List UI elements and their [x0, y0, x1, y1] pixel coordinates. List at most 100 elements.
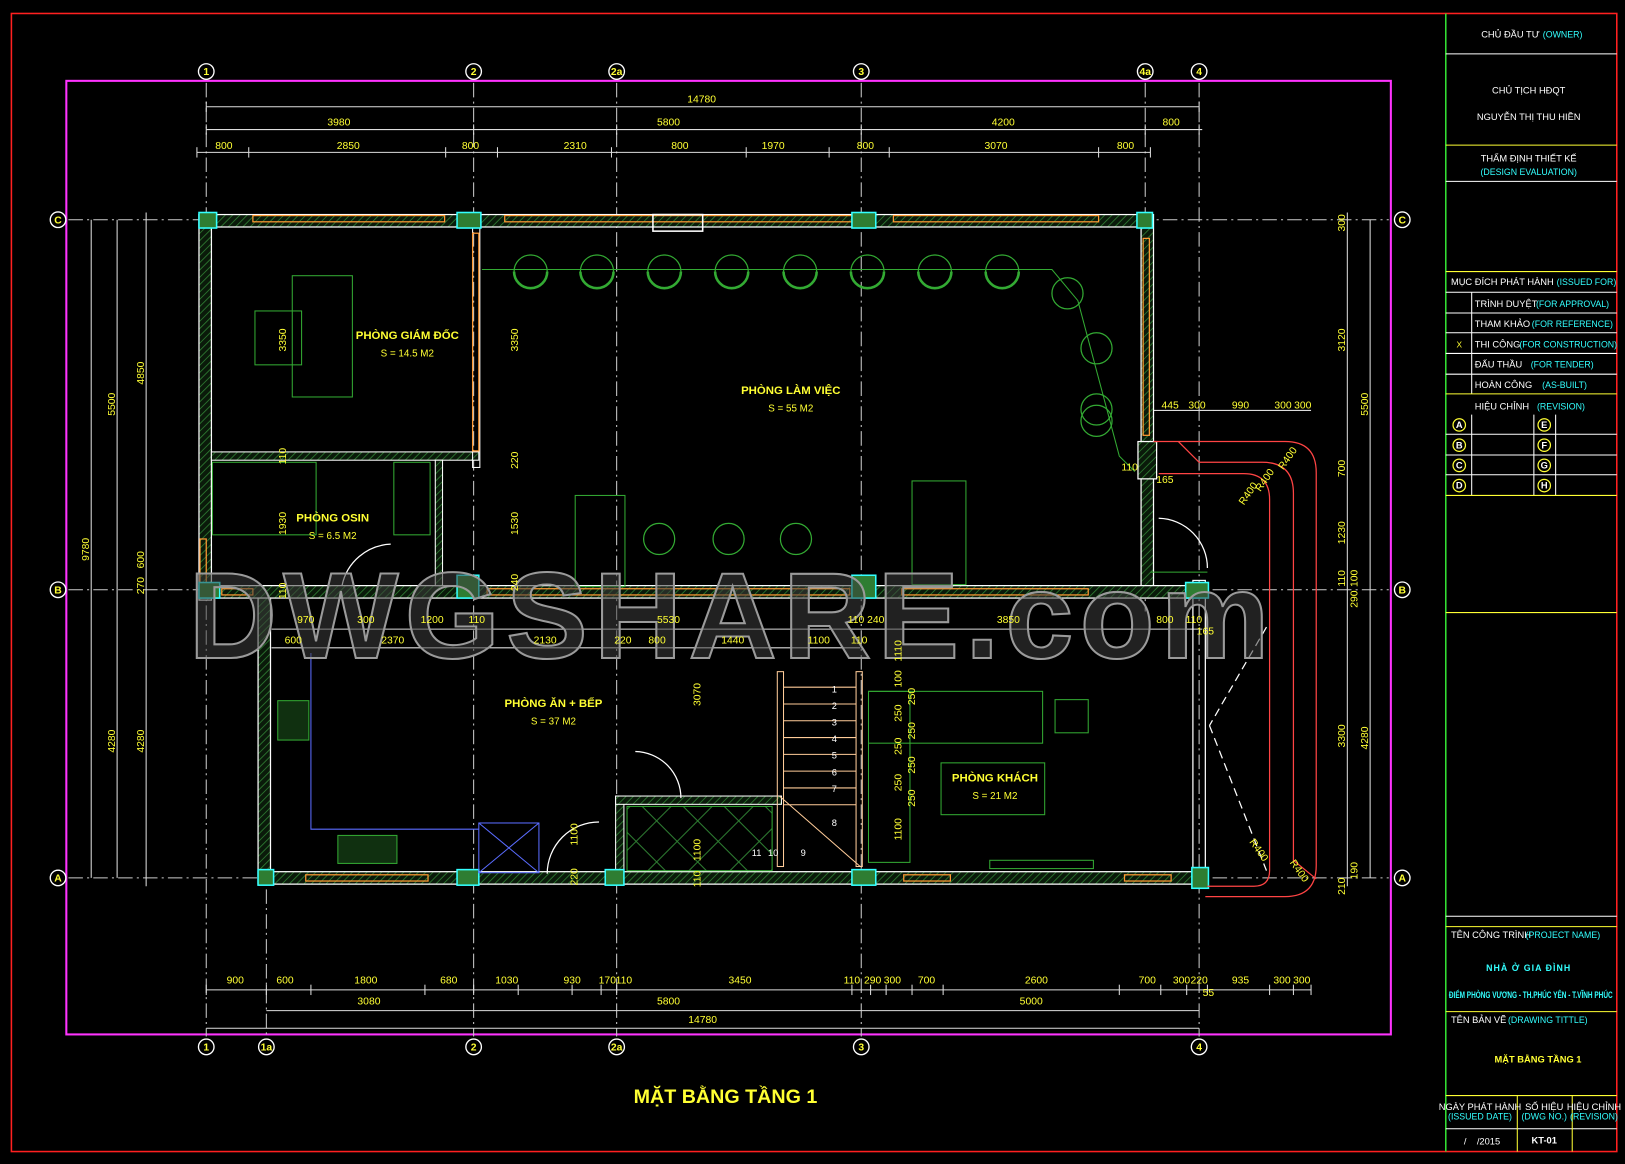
revision-mark-circle [1537, 418, 1552, 432]
office-chair-back [579, 271, 615, 290]
issued-date-label: NGÀY PHÁT HÀNH [1439, 1102, 1521, 1112]
dimension-text: 800 [462, 141, 480, 152]
dimension-text-vertical: 1100 [569, 823, 580, 846]
dimension-text: 935 [1232, 976, 1250, 987]
dimension-text: 165 [1156, 475, 1174, 486]
issued-for-label-en: (FOR REFERENCE) [1532, 319, 1613, 329]
watermark: DWGSHARE.com [189, 547, 1276, 684]
project-address: ĐIỂM PHÒNG VƯƠNG - TH.PHÚC YÊN - T.VĨNH … [1449, 989, 1613, 1000]
office-chair-back [512, 271, 549, 290]
grid-bubble-circle [1190, 63, 1208, 80]
grid-bubble-circle [465, 1038, 483, 1056]
dimension-text: 110 [1121, 463, 1138, 474]
room-area-office: S = 55 M2 [768, 403, 813, 414]
dimension-text: 300 [1188, 400, 1206, 411]
dimension-text: 110 [844, 976, 861, 987]
revision-mark-circle [1537, 458, 1552, 473]
grid-bubble-label: 2a [611, 67, 623, 78]
grid-bubble-label: B [54, 585, 62, 596]
dimension-text: 110 [468, 615, 485, 626]
grid-bubble-circle [197, 63, 215, 80]
revision-label-en: (REVISION) [1537, 401, 1585, 411]
dimension-text: 680 [440, 976, 458, 987]
grid-bubble-label: 4 [1196, 1042, 1202, 1053]
dimension-text-vertical: 4280 [107, 729, 118, 752]
grid-bubble-top: 2 [465, 63, 483, 80]
dimension-text-vertical: 250 [894, 737, 905, 755]
office-chair [779, 522, 813, 556]
dimension-text: 1440 [721, 636, 744, 647]
dimension-text-vertical: 3300 [1337, 724, 1348, 747]
dimension-text-vertical: 3350 [278, 328, 289, 351]
dimension-text: 290 [864, 976, 882, 987]
dimension-text-vertical: 190 [1350, 862, 1361, 880]
grid-bubble-row-right: A [1393, 869, 1411, 887]
grid-bubble-label: 2 [471, 1042, 477, 1053]
office-chair-back [782, 271, 818, 290]
room-name-maid: PHÒNG OSIN [296, 511, 369, 524]
grid-bubble-circle [1393, 869, 1411, 887]
inner-frame [65, 79, 1392, 1036]
dimension-text: 220 [1190, 976, 1208, 987]
grid-bubble-circle [257, 1038, 275, 1056]
dimension-text: 2850 [337, 141, 360, 152]
dimension-text: 4200 [992, 117, 1015, 128]
dimension-text-vertical: 5500 [107, 392, 118, 415]
owner-line2: NGUYỄN THỊ THU HIỀN [1477, 111, 1581, 122]
dimension-text: 3850 [997, 615, 1020, 626]
issued-for-label-en: (ISSUED FOR) [1557, 277, 1617, 287]
project-label: TÊN CÔNG TRÌNH [1451, 930, 1531, 940]
office-chair [1080, 393, 1113, 426]
dimension-text-vertical: 600 [136, 551, 147, 569]
dwg-no: KT-01 [1532, 1135, 1557, 1145]
grid-bubble-top: 3 [852, 63, 870, 80]
room-area-maid: S = 6.5 M2 [309, 531, 357, 542]
dimension-text: 800 [1117, 141, 1135, 152]
issued-for-label: MỤC ĐÍCH PHÁT HÀNH [1451, 277, 1554, 287]
staircase [776, 671, 863, 868]
dimension-text-vertical: 5500 [1360, 392, 1371, 415]
grid-bubble-row-right: C [1393, 211, 1411, 229]
dimension-text: 800 [857, 141, 875, 152]
ramp-radius-label: R400 [1277, 445, 1300, 472]
issued-for-mark: X [1456, 339, 1462, 349]
grid-bubble-top: 4 [1190, 63, 1208, 80]
revision-mark-label: H [1541, 481, 1548, 491]
stair-step-number: 2 [832, 701, 837, 711]
dimension-text: 55 [1203, 988, 1215, 999]
revision-label: HIỆU CHỈNH [1475, 400, 1529, 411]
ramp-slope-lines [1208, 626, 1268, 871]
dimension-text: 700 [1139, 976, 1157, 987]
dimension-text: 900 [227, 976, 245, 987]
office-chair-back [984, 271, 1021, 290]
dimension-text: 300 [1173, 976, 1191, 987]
grid-bubble-label: A [1399, 874, 1407, 885]
issued-for-list: TRÌNH DUYỆT(FOR APPROVAL)THAM KHẢO(FOR R… [1456, 299, 1617, 390]
dimension-text: 110 [851, 636, 868, 647]
drawing-title-label-en: (DRAWING TITTLE) [1508, 1015, 1588, 1025]
room-area-director: S = 14.5 M2 [381, 349, 434, 360]
dimension-text-vertical: 110 [1337, 570, 1348, 587]
ramp-radius-label: R400 [1254, 467, 1277, 494]
dimension-text-vertical: 110 [278, 448, 289, 465]
grid-bubble-label: C [1399, 215, 1407, 226]
revision-mark: A [1452, 418, 1467, 432]
dimension-text: 2130 [534, 636, 557, 647]
revision-mark-label: D [1456, 481, 1463, 491]
evaluation-label-en: (DESIGN EVALUATION) [1480, 167, 1577, 177]
room-area-living: S = 21 M2 [972, 791, 1017, 802]
room-name-living: PHÒNG KHÁCH [952, 772, 1038, 785]
dimension-text: 165 [1197, 626, 1215, 637]
grid-bubble-circle [1393, 211, 1411, 229]
drawing-title-label: TÊN BẢN VẼ [1451, 1014, 1506, 1025]
grid-bubble-row-left: B [49, 581, 67, 599]
dimension-text: 3080 [357, 996, 380, 1007]
issued-for-label: HOÀN CÔNG [1475, 380, 1532, 390]
stair-step-number: 7 [832, 784, 837, 794]
dimension-text-vertical: 250 [894, 704, 905, 722]
room-name-director: PHÒNG GIÁM ĐỐC [356, 328, 459, 342]
dimension-text: 110 [616, 976, 633, 987]
